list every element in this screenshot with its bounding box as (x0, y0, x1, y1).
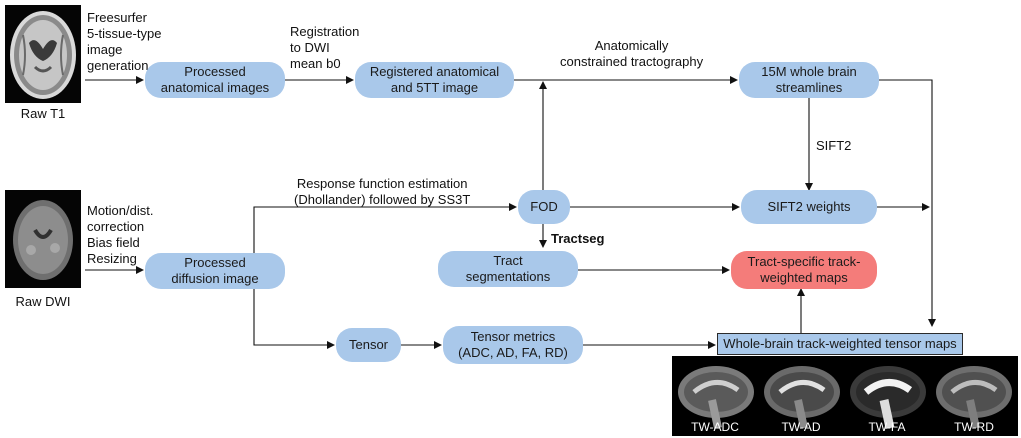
raw-t1-image (5, 5, 81, 103)
tw-rd-image (936, 366, 1012, 429)
raw-t1-caption: Raw T1 (20, 106, 66, 121)
whole-brain-tensor-maps-node: Whole-brain track-weighted tensor maps (717, 333, 963, 355)
registration-label: Registration to DWI mean b0 (290, 24, 360, 71)
whole-brain-streamlines-node: 15M whole brain streamlines (739, 62, 879, 98)
tensor-metrics-node: Tensor metrics (ADC, AD, FA, RD) (443, 326, 583, 364)
sift2-weights-node: SIFT2 weights (741, 190, 877, 224)
tensor-node: Tensor (336, 328, 401, 362)
fod-node: FOD (518, 190, 570, 224)
motion-correction-label: Motion/dist. correction Bias field Resiz… (87, 203, 154, 266)
processed-anatomical-node: Processed anatomical images (145, 62, 285, 98)
sift2-label: SIFT2 (816, 138, 852, 153)
tw-fa-image (850, 366, 926, 429)
tract-specific-maps-node: Tract-specific track- weighted maps (731, 251, 877, 289)
processed-diffusion-node: Processed diffusion image (145, 253, 285, 289)
tw-adc-image (678, 366, 754, 429)
tw-maps-strip: TW-ADC TW-AD TW-FA TW-RD (672, 356, 1018, 436)
tw-adc-caption: TW-ADC (691, 420, 739, 434)
tw-fa-caption: TW-FA (868, 420, 906, 434)
arrow-diffusion-to-tensor (253, 287, 335, 349)
tw-rd-caption: TW-RD (954, 420, 994, 434)
raw-dwi-caption: Raw DWI (15, 294, 71, 309)
registered-anatomical-node: Registered anatomical and 5TT image (355, 62, 514, 98)
anatomically-constrained-label: Anatomically constrained tractography (560, 38, 704, 69)
raw-dwi-image (5, 190, 81, 288)
tract-segmentations-node: Tract segmentations (438, 251, 578, 287)
response-function-label: Response function estimation (Dhollander… (294, 176, 471, 207)
freesurfer-label: Freesurfer 5-tissue-type image generatio… (87, 10, 162, 73)
arrow-diffusion-to-fod (253, 203, 517, 253)
arrow-streamlines-to-tensor-maps (879, 79, 936, 327)
tw-ad-caption: TW-AD (781, 420, 821, 434)
tw-ad-image (764, 366, 840, 429)
tractseg-label: Tractseg (551, 231, 605, 246)
